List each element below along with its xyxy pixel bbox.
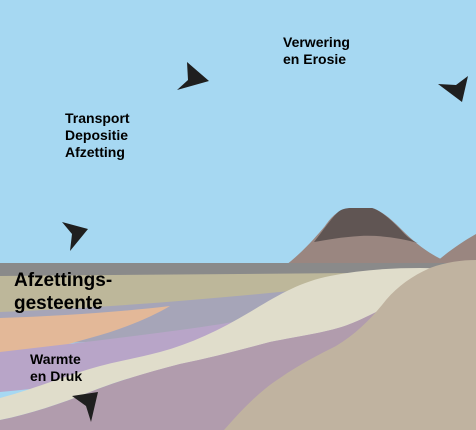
mountain [282, 208, 448, 268]
arrow-icon [438, 76, 468, 102]
sediment-layer [0, 268, 476, 420]
arrow-icon [62, 222, 88, 251]
label-line: Transport [65, 110, 130, 126]
bedrock [224, 260, 476, 430]
label-line: en Erosie [283, 51, 347, 68]
label-line: gesteente [14, 292, 103, 314]
label-line: en Druk [30, 368, 83, 385]
label-line: Afzettings- [14, 270, 113, 291]
label-sedimentary-rock: Afzettings- gesteente [14, 270, 112, 316]
label-line: Verwering [283, 34, 350, 50]
arrow-icon [72, 392, 98, 422]
label-line: Depositie [65, 127, 129, 144]
mountain-cap [314, 208, 418, 243]
label-heat-pressure: Warmte en Druk [30, 351, 82, 385]
arrow-icon [177, 62, 209, 90]
label-transport-deposition: Transport Depositie Afzetting [65, 110, 130, 161]
label-line: Afzetting [65, 144, 125, 161]
label-line: Warmte [30, 351, 81, 367]
hill-right [436, 234, 476, 268]
label-weathering-erosion: Verwering en Erosie [283, 34, 350, 68]
